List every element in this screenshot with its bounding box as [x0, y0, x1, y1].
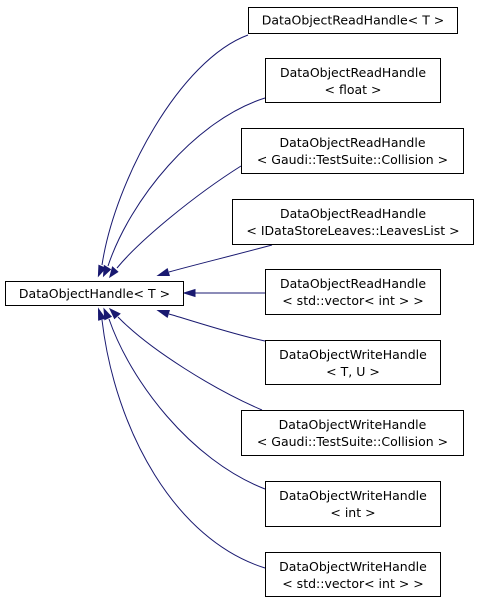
- edge-write-tu: [156, 310, 266, 342]
- edge-read-leaves: [156, 244, 273, 276]
- edge-read-float-line: [107, 97, 266, 267]
- edge-write-tu-line: [168, 313, 266, 342]
- derived-node-read-collision-label-line1: DataObjectReadHandle: [279, 135, 425, 150]
- derived-node-write-vector-label-line1: DataObjectWriteHandle: [279, 559, 427, 574]
- edge-read-leaves-arrowhead: [156, 267, 170, 276]
- edge-write-collision-arrowhead: [108, 307, 121, 320]
- derived-node-write-vector-label-line2: < std::vector< int > >: [282, 576, 424, 591]
- derived-node-read-vector-box: [265, 269, 441, 315]
- derived-node-write-tu-box: [265, 340, 441, 385]
- derived-node-write-collision[interactable]: DataObjectWriteHandle < Gaudi::TestSuite…: [241, 410, 464, 456]
- derived-node-write-tu[interactable]: DataObjectWriteHandle < T, U >: [265, 340, 441, 385]
- base-class-box: [5, 281, 184, 306]
- derived-node-write-collision-label-line2: < Gaudi::TestSuite::Collision >: [257, 434, 448, 449]
- derived-node-write-tu-label-line2: < T, U >: [326, 364, 380, 379]
- derived-node-read-collision-label-line2: < Gaudi::TestSuite::Collision >: [257, 152, 448, 167]
- derived-node-write-int-box: [265, 481, 441, 527]
- derived-node-read-t-label: DataObjectReadHandle< T >: [262, 13, 445, 28]
- derived-node-write-int-label-line1: DataObjectWriteHandle: [279, 488, 427, 503]
- base-class-label: DataObjectHandle< T >: [19, 286, 170, 301]
- derived-node-write-vector-box: [265, 552, 441, 597]
- edges-layer: [97, 34, 273, 569]
- edge-read-float-arrowhead: [102, 264, 112, 278]
- edge-read-float: [102, 97, 266, 278]
- derived-node-read-t-box: [248, 7, 458, 34]
- edge-write-int-line: [108, 318, 266, 490]
- derived-node-read-leaves-label-line1: DataObjectReadHandle: [280, 206, 426, 221]
- derived-node-read-leaves-box: [232, 199, 474, 245]
- edge-write-tu-arrowhead: [156, 310, 170, 319]
- edge-read-t-line: [101, 34, 249, 266]
- derived-node-write-tu-label-line1: DataObjectWriteHandle: [279, 347, 427, 362]
- derived-node-read-float-box: [265, 58, 441, 103]
- derived-node-read-collision-box: [241, 128, 464, 174]
- derived-node-write-int[interactable]: DataObjectWriteHandle < int >: [265, 481, 441, 527]
- derived-node-write-collision-box: [241, 410, 464, 456]
- derived-node-write-vector[interactable]: DataObjectWriteHandle < std::vector< int…: [265, 552, 441, 597]
- edge-read-collision: [108, 165, 242, 279]
- edge-read-collision-line: [116, 165, 242, 269]
- edge-write-vector: [97, 307, 266, 569]
- derived-node-read-leaves-label-line2: < IDataStoreLeaves::LeavesList >: [246, 223, 459, 238]
- edge-write-int-arrowhead: [103, 307, 113, 321]
- derived-node-read-float-label-line2: < float >: [325, 82, 382, 97]
- derived-node-write-collision-label-line1: DataObjectWriteHandle: [279, 417, 427, 432]
- derived-node-read-float[interactable]: DataObjectReadHandle < float >: [265, 58, 441, 103]
- edge-read-leaves-line: [168, 244, 273, 273]
- derived-node-read-t[interactable]: DataObjectReadHandle< T >: [248, 7, 458, 34]
- derived-node-read-vector-label-line2: < std::vector< int > >: [282, 293, 424, 308]
- derived-node-read-leaves[interactable]: DataObjectReadHandle < IDataStoreLeaves:…: [232, 199, 474, 245]
- derived-node-read-collision[interactable]: DataObjectReadHandle < Gaudi::TestSuite:…: [241, 128, 464, 174]
- edge-write-int: [103, 307, 266, 490]
- nodes-layer: DataObjectHandle< T > DataObjectReadHand…: [5, 7, 474, 597]
- derived-node-read-float-label-line1: DataObjectReadHandle: [280, 65, 426, 80]
- edge-write-vector-line: [101, 319, 266, 569]
- derived-node-read-vector-label-line1: DataObjectReadHandle: [280, 276, 426, 291]
- edge-write-collision-line: [117, 316, 263, 411]
- derived-node-read-vector[interactable]: DataObjectReadHandle < std::vector< int …: [265, 269, 441, 315]
- edge-read-vector-arrowhead: [182, 288, 196, 298]
- edge-write-collision: [108, 307, 263, 411]
- edge-read-collision-arrowhead: [108, 266, 119, 279]
- base-class-node[interactable]: DataObjectHandle< T >: [5, 281, 184, 306]
- edge-write-vector-arrowhead: [97, 307, 107, 321]
- edge-read-t: [97, 34, 249, 278]
- derived-node-write-int-label-line2: < int >: [330, 505, 375, 520]
- edge-read-vector: [182, 288, 265, 298]
